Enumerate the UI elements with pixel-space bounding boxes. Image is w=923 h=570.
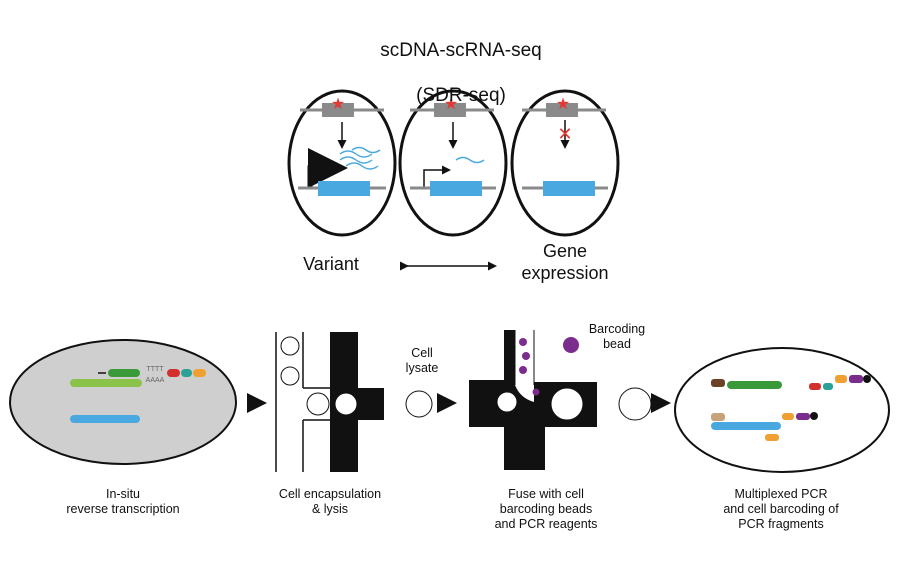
- title-line-2: (SDR-seq): [416, 85, 506, 107]
- gene-expression-label: Gene expression: [521, 241, 609, 283]
- pcr-cell: [674, 347, 890, 473]
- cell-lysate-label: Cell lysate: [405, 346, 439, 375]
- title-line-1: scDNA-scRNA-seq: [380, 39, 542, 61]
- diagram-title: scDNA-scRNA-seq (SDR-seq): [311, 17, 611, 131]
- step-1-label: In-situ reverse transcription: [66, 487, 180, 516]
- variant-star-icon: ★: [331, 96, 345, 113]
- cell-low-expression: ★: [398, 89, 508, 237]
- fusion-chip: [469, 330, 652, 470]
- step-2-label: Cell encapsulation & lysis: [278, 487, 382, 516]
- encapsulation-chip: [275, 332, 433, 472]
- barcoding-bead-label: Barcoding bead: [588, 322, 646, 351]
- step-3-label: Fuse with cell barcoding beads and PCR r…: [494, 487, 598, 531]
- polya-label: AAAA: [145, 377, 165, 384]
- cell-high-expression: ★: [287, 89, 397, 237]
- block-x-icon: ✕: [557, 124, 572, 144]
- tttt-label: TTTT: [146, 366, 164, 373]
- rt-cell: [9, 339, 237, 465]
- barcoding-bead-icon: [563, 337, 579, 353]
- variant-star-icon: ★: [556, 96, 570, 113]
- cell-no-expression: ★ ✕: [510, 89, 620, 237]
- variant-label: Variant: [303, 254, 359, 274]
- step-4-label: Multiplexed PCR and cell barcoding of PC…: [723, 487, 839, 531]
- variant-star-icon: ★: [444, 96, 458, 113]
